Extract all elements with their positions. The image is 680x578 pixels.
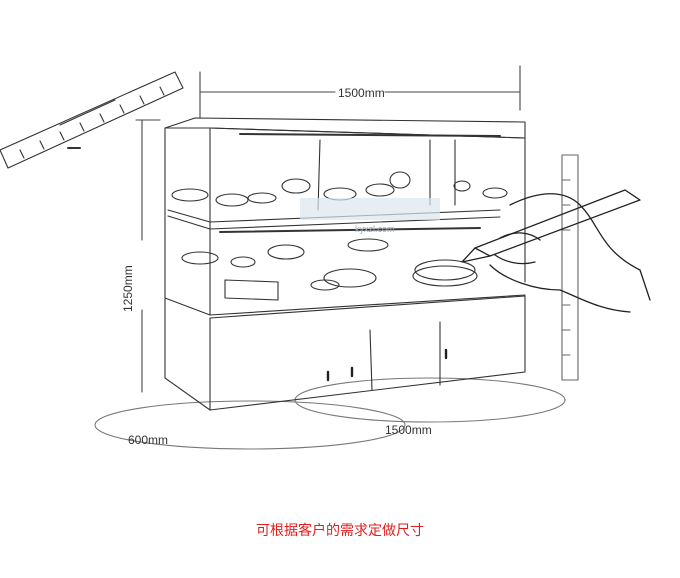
dimension-top-width: 1500mm bbox=[338, 86, 385, 100]
floor-ellipse-right bbox=[294, 377, 566, 423]
dimension-depth: 600mm bbox=[128, 433, 168, 447]
dimension-bottom-width: 1500mm bbox=[385, 423, 432, 437]
cakes-lower bbox=[181, 238, 478, 301]
cabinet-base bbox=[164, 295, 526, 411]
watermark: kyxzl.com bbox=[300, 198, 440, 234]
watermark-url: kyxzl.com bbox=[355, 224, 395, 234]
cabinet-handles bbox=[326, 348, 448, 382]
dimension-height: 1250mm bbox=[121, 265, 135, 312]
vertical-ruler bbox=[561, 154, 579, 381]
height-dimension-line bbox=[135, 119, 161, 393]
hand-with-pencil bbox=[461, 189, 651, 313]
custom-size-caption: 可根据客户的需求定做尺寸 bbox=[256, 523, 424, 539]
measuring-tape bbox=[0, 71, 184, 169]
floor-ellipse-left bbox=[94, 400, 406, 450]
cabinet-upper-glass bbox=[164, 117, 526, 316]
top-dimension-line bbox=[199, 65, 521, 119]
